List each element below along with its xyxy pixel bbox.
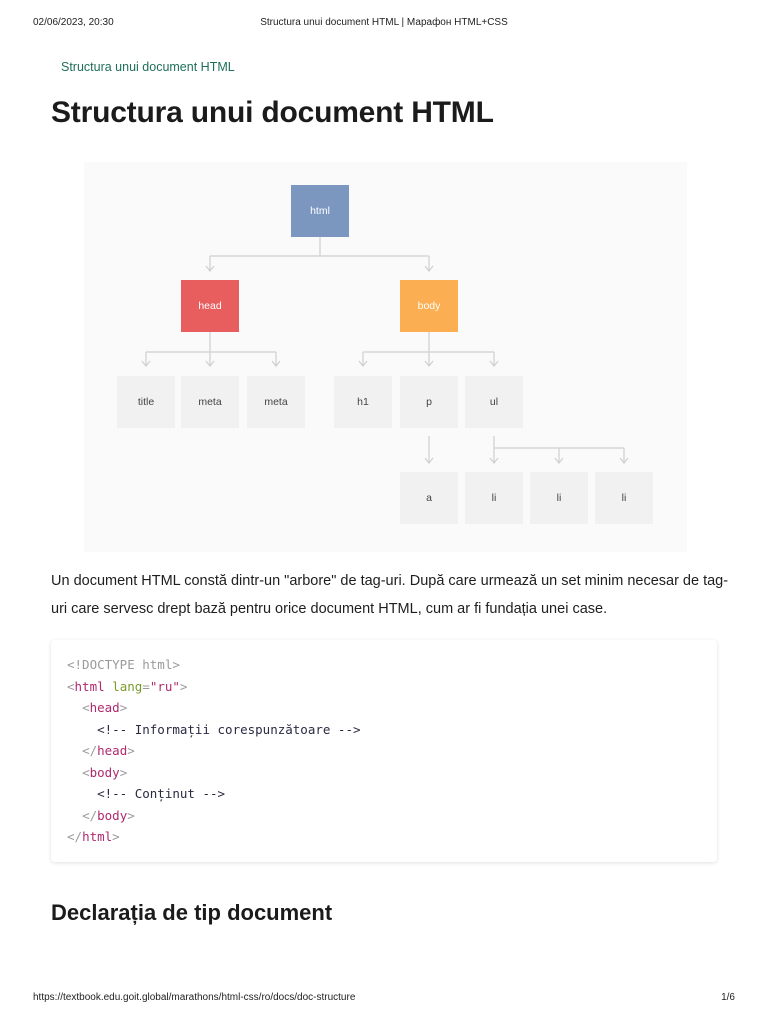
- page-counter: 1/6: [721, 992, 735, 1003]
- node-meta-2: meta: [247, 376, 305, 428]
- code-line-6: <body>: [82, 764, 128, 780]
- code-line-1: <!DOCTYPE html>: [67, 657, 180, 672]
- page-title: Structura unui document HTML: [51, 96, 494, 129]
- node-meta-1: meta: [181, 376, 239, 428]
- node-li-3: li: [595, 472, 653, 524]
- print-url: https://textbook.edu.goit.global/maratho…: [33, 992, 356, 1003]
- print-datetime: 02/06/2023, 20:30: [33, 17, 114, 28]
- code-line-3: <head>: [82, 700, 128, 715]
- code-line-8: </body>: [82, 807, 135, 823]
- code-line-2: <html lang="ru">: [67, 678, 188, 694]
- diagram-connectors: [141, 237, 629, 464]
- node-head: head: [181, 280, 239, 332]
- node-li-1: li: [465, 472, 523, 524]
- section-heading: Declarația de tip document: [51, 900, 333, 925]
- print-page-title: Structura unui document HTML | Марафон H…: [260, 17, 508, 28]
- code-block: <!DOCTYPE html> <html lang="ru"> <head> …: [51, 640, 717, 862]
- node-ul: ul: [465, 376, 523, 428]
- print-header: 02/06/2023, 20:30 Structura unui documen…: [0, 17, 768, 31]
- node-p: p: [400, 376, 458, 428]
- intro-paragraph: Un document HTML constă dintr-un "arbore…: [51, 573, 729, 617]
- code-line-5: </head>: [82, 743, 135, 758]
- node-body: body: [400, 280, 458, 332]
- code-line-4: <!-- Informații corespunzătoare -->: [67, 721, 361, 737]
- node-title: title: [117, 376, 175, 428]
- code-line-7: <!-- Conținut -->: [67, 786, 226, 801]
- node-h1: h1: [334, 376, 392, 428]
- node-a: a: [400, 472, 458, 524]
- code-line-9: </html>: [67, 829, 120, 844]
- node-li-2: li: [530, 472, 588, 524]
- breadcrumb-link[interactable]: Structura unui document HTML: [61, 60, 235, 74]
- html-tree-diagram: html head body title meta meta h1 p ul a…: [84, 162, 687, 552]
- print-footer: https://textbook.edu.goit.global/maratho…: [0, 992, 768, 1006]
- node-html: html: [291, 185, 349, 237]
